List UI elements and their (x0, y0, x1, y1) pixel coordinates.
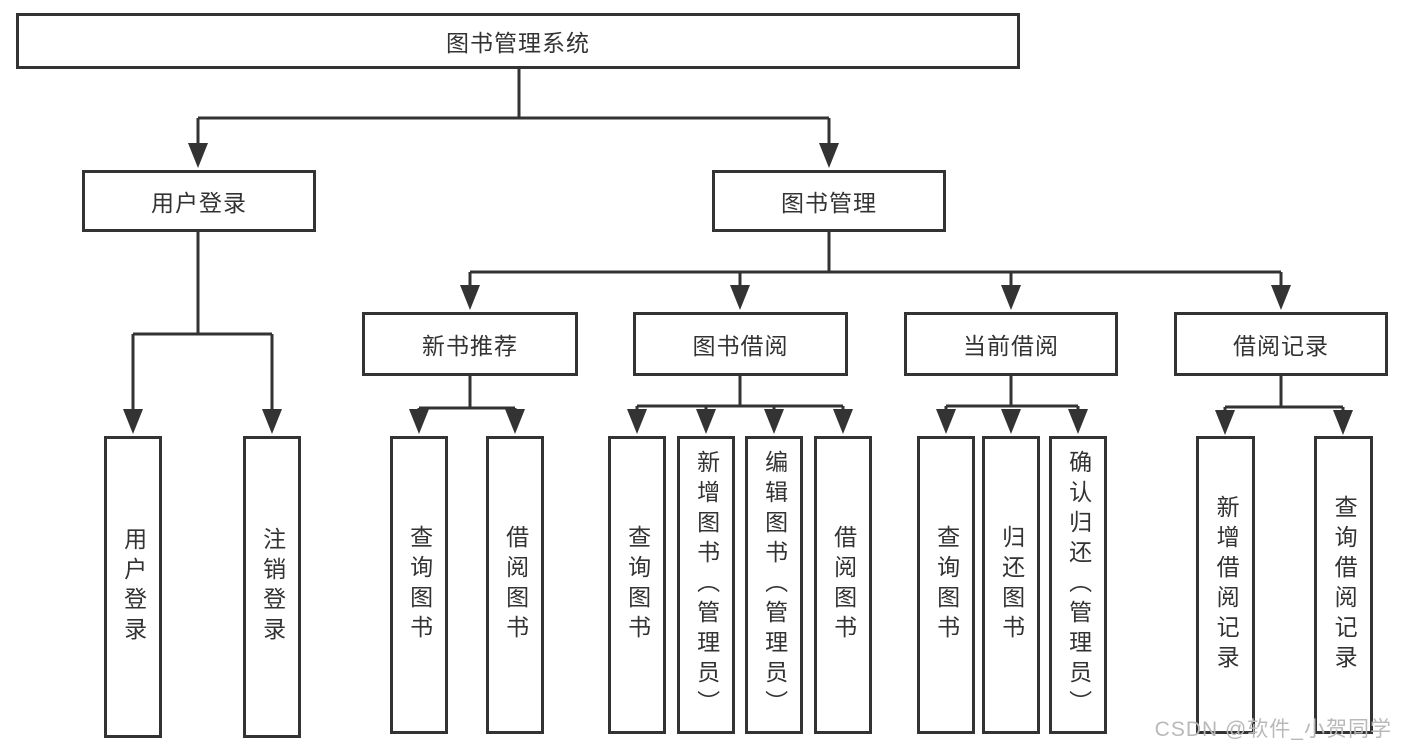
node-current-borrowing: 当前借阅 (904, 312, 1118, 376)
node-borrowing-records: 借阅记录 (1174, 312, 1388, 376)
arrow-down-icon (764, 409, 784, 434)
arrow-down-icon (262, 409, 282, 434)
arrow-down-icon (1333, 410, 1353, 435)
arrow-down-icon (627, 409, 647, 434)
arrow-down-icon (833, 409, 853, 434)
arrow-down-icon (1215, 410, 1235, 435)
connector-borrowing-branch (635, 376, 845, 416)
leaf-records-query-record: 查询借阅记录 (1314, 436, 1373, 734)
leaf-borrowing-edit-books-admin: 编辑图书（管理员） (745, 436, 803, 734)
arrow-down-icon (505, 409, 525, 434)
arrow-down-icon (936, 409, 956, 434)
leaf-borrowing-add-books-admin: 新增图书（管理员） (677, 436, 735, 734)
leaf-label: 查询借阅记录 (1331, 495, 1358, 675)
connector-recommend-branch (417, 376, 517, 416)
leaf-label: 借阅图书 (502, 525, 529, 645)
arrow-down-icon (1001, 285, 1021, 310)
connector-level2-rail (196, 116, 831, 150)
leaf-label: 查询图书 (406, 525, 433, 645)
leaf-borrowing-query-books: 查询图书 (608, 436, 666, 734)
node-user-login: 用户登录 (82, 170, 316, 232)
leaf-label: 编辑图书（管理员） (761, 450, 788, 720)
leaf-recommend-borrow-books: 借阅图书 (486, 436, 544, 734)
leaf-label: 查询图书 (624, 525, 651, 645)
node-book-borrowing: 图书借阅 (633, 312, 848, 376)
arrow-down-icon (188, 143, 208, 168)
arrowheads (123, 143, 1353, 435)
leaf-label: 查询图书 (933, 525, 960, 645)
connector-userlogin-branch (131, 232, 274, 416)
node-book-management: 图书管理 (712, 170, 946, 232)
leaf-recommend-query-books: 查询图书 (390, 436, 448, 734)
arrow-down-icon (1271, 285, 1291, 310)
node-library-system: 图书管理系统 (16, 13, 1020, 69)
leaf-current-return-books: 归还图书 (982, 436, 1040, 734)
leaf-records-add-record: 新增借阅记录 (1196, 436, 1255, 734)
leaf-borrowing-borrow-books: 借阅图书 (814, 436, 872, 734)
leaf-label: 新增图书（管理员） (693, 450, 720, 720)
arrow-down-icon (409, 409, 429, 434)
leaf-label: 归还图书 (998, 525, 1025, 645)
arrow-down-icon (730, 285, 750, 310)
connector-records-branch (1223, 376, 1345, 417)
leaf-user-login: 用户登录 (104, 436, 162, 738)
leaf-label: 用户登录 (120, 527, 147, 647)
arrow-down-icon (460, 285, 480, 310)
connector-current-branch (944, 376, 1080, 416)
arrow-down-icon (1068, 409, 1088, 434)
arrow-down-icon (123, 409, 143, 434)
leaf-label: 确认归还（管理员） (1065, 450, 1092, 720)
arrow-down-icon (696, 409, 716, 434)
leaf-label: 注销登录 (259, 527, 286, 647)
leaf-label: 新增借阅记录 (1213, 495, 1240, 675)
leaf-label: 借阅图书 (830, 525, 857, 645)
arrow-down-icon (819, 143, 839, 168)
leaf-current-confirm-return-admin: 确认归还（管理员） (1049, 436, 1107, 734)
connector-bookmgmt-branch (468, 232, 1283, 292)
arrow-down-icon (1001, 409, 1021, 434)
leaf-logout: 注销登录 (243, 436, 301, 738)
node-new-book-recommend: 新书推荐 (362, 312, 578, 376)
leaf-current-query-books: 查询图书 (917, 436, 975, 734)
